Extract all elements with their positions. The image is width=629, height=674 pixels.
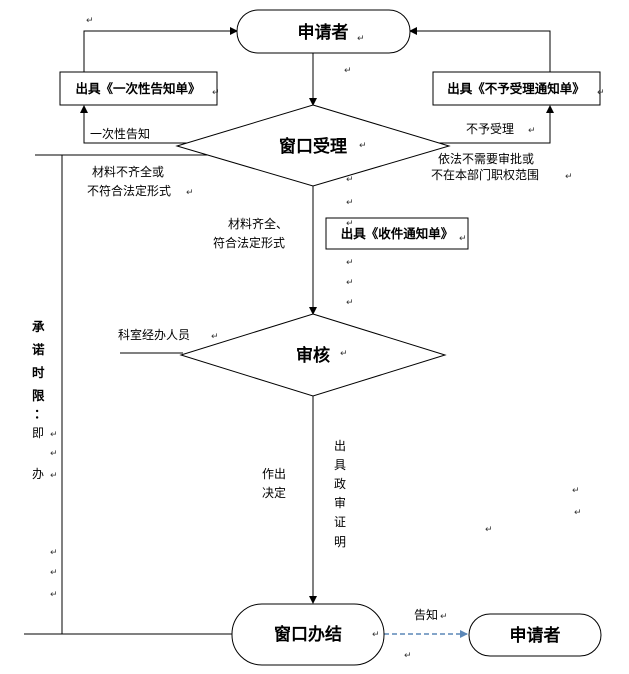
paragraph-mark: ↵ xyxy=(572,486,580,496)
time-limit-char: 办 xyxy=(32,466,44,481)
certificate-char: 政 xyxy=(334,477,346,491)
window-close-node: 窗口办结 xyxy=(231,603,385,666)
paragraph-mark: ↵ xyxy=(597,88,605,98)
inform-label: 告知 xyxy=(414,608,438,622)
reject-notice-box: 出具《不予受理通知单》 xyxy=(432,71,601,106)
applicant-top-label: 申请者 xyxy=(298,22,349,43)
paragraph-mark: ↵ xyxy=(344,66,352,76)
paragraph-mark: ↵ xyxy=(372,630,380,640)
no-approval-label-1: 依法不需要审批或 xyxy=(438,151,534,166)
receipt-notice-label: 出具《收件通知单》 xyxy=(341,226,454,241)
paragraph-mark: ↵ xyxy=(50,548,58,558)
paragraph-mark: ↵ xyxy=(440,612,448,622)
applicant-end-node: 申请者 xyxy=(468,613,602,657)
applicant-top-node: 申请者 xyxy=(236,9,411,54)
paragraph-mark: ↵ xyxy=(186,188,194,198)
certificate-char: 出 xyxy=(334,439,346,453)
paragraph-mark: ↵ xyxy=(340,349,348,359)
paragraph-mark: ↵ xyxy=(50,471,58,481)
paragraph-mark: ↵ xyxy=(50,449,58,459)
certificate-vertical-label: 出 具 政 审 证 明 xyxy=(334,439,346,549)
paragraph-mark: ↵ xyxy=(86,16,94,26)
certificate-char: 审 xyxy=(334,495,346,510)
paragraph-mark: ↵ xyxy=(565,172,573,182)
arrow-onetime-to-applicant xyxy=(83,27,238,72)
one-time-notice-box: 出具《一次性告知单》 xyxy=(59,71,218,106)
complete-label-1: 材料齐全、 xyxy=(228,216,288,231)
paragraph-mark: ↵ xyxy=(357,34,365,44)
paragraph-mark: ↵ xyxy=(528,126,536,136)
time-limit-char: ： xyxy=(34,406,47,421)
time-limit-char: 诺 xyxy=(32,342,45,357)
decision-label-1: 作出 xyxy=(262,467,286,481)
paragraph-mark: ↵ xyxy=(574,508,582,518)
certificate-char: 具 xyxy=(334,458,346,472)
time-limit-char: 限 xyxy=(32,388,45,403)
paragraph-mark: ↵ xyxy=(212,88,220,98)
staff-label: 科室经办人员 xyxy=(118,327,190,342)
receipt-notice-box: 出具《收件通知单》 xyxy=(325,217,469,250)
paragraph-mark: ↵ xyxy=(459,234,467,244)
arrow-accept-to-reject xyxy=(415,105,554,144)
paragraph-mark: ↵ xyxy=(346,258,354,268)
reject-label: 不予受理 xyxy=(466,122,514,136)
applicant-end-label: 申请者 xyxy=(510,625,561,646)
incomplete-label-1: 材料不齐全或 xyxy=(92,164,164,179)
paragraph-mark: ↵ xyxy=(404,651,412,661)
complete-label-2: 符合法定形式 xyxy=(213,235,285,250)
window-accept-label: 窗口受理 xyxy=(279,136,347,157)
paragraph-mark: ↵ xyxy=(346,278,354,288)
paragraph-mark: ↵ xyxy=(485,525,493,535)
paragraph-mark: ↵ xyxy=(346,298,354,308)
arrow-accept-to-onetime xyxy=(80,105,210,144)
reject-notice-label: 出具《不予受理通知单》 xyxy=(447,81,585,96)
review-decision: 审核 xyxy=(179,313,447,397)
incomplete-label-2: 不符合法定形式 xyxy=(87,183,171,198)
one-time-inform-label: 一次性告知 xyxy=(90,127,150,141)
decision-label-2: 决定 xyxy=(262,485,286,500)
time-limit-char: 即 xyxy=(32,426,44,440)
time-limit-char: 时 xyxy=(32,365,45,380)
window-accept-decision: 窗口受理 xyxy=(175,104,451,187)
arrow-reject-to-applicant xyxy=(409,27,551,72)
paragraph-mark: ↵ xyxy=(346,175,354,185)
time-limit-char: 承 xyxy=(32,319,45,334)
certificate-char: 明 xyxy=(334,535,346,549)
certificate-char: 证 xyxy=(334,515,346,529)
paragraph-mark: ↵ xyxy=(211,332,219,342)
paragraph-mark: ↵ xyxy=(359,141,367,151)
no-approval-label-2: 不在本部门职权范围 xyxy=(431,167,539,182)
paragraph-mark: ↵ xyxy=(50,590,58,600)
review-label: 审核 xyxy=(296,345,330,366)
time-limit-vertical-label: 承 诺 时 限 ： 即 办 xyxy=(32,319,47,481)
paragraph-mark: ↵ xyxy=(346,219,354,229)
paragraph-mark: ↵ xyxy=(50,568,58,578)
paragraph-mark: ↵ xyxy=(50,430,58,440)
paragraph-mark: ↵ xyxy=(346,198,354,208)
window-close-label: 窗口办结 xyxy=(274,624,342,645)
paragraph-marks: ↵ ↵ ↵ ↵ ↵ ↵ ↵ ↵ ↵ ↵ ↵ ↵ ↵ ↵ ↵ ↵ ↵ ↵ ↵ ↵ … xyxy=(50,16,605,661)
one-time-notice-label: 出具《一次性告知单》 xyxy=(75,81,200,96)
